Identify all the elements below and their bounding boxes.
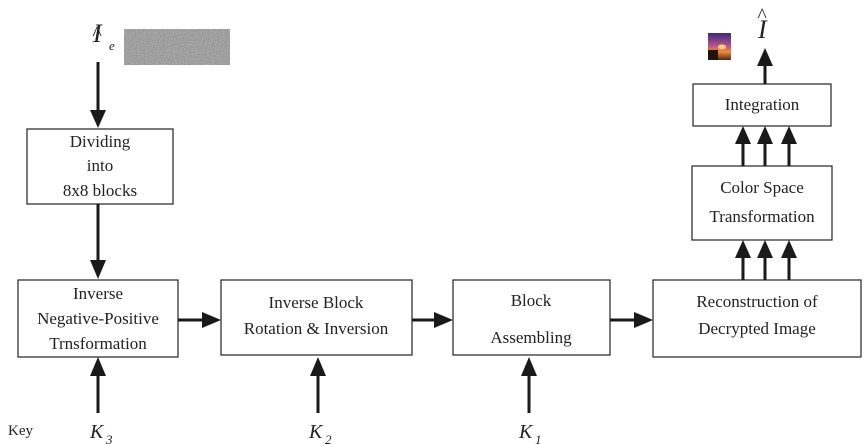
arrow-integration-to-output	[757, 48, 773, 84]
arrow-k3-to-inverse-np	[90, 357, 106, 413]
key-word-label: Key	[8, 423, 33, 439]
block-assembling-block: Block Assembling	[452, 279, 611, 356]
input-label-base: I	[92, 19, 103, 48]
inverse-block-line-2: Rotation & Inversion	[244, 319, 389, 338]
color-space-block: Color Space Transformation	[691, 165, 833, 241]
inverse-np-line-1: Inverse	[73, 284, 123, 303]
assembling-line-1: Block	[511, 291, 552, 310]
arrow-k2-to-inverse-block	[310, 357, 326, 413]
k1-label: K 1	[518, 421, 542, 444]
encrypted-image-thumbnail	[124, 29, 230, 65]
k2-sub: 2	[325, 432, 332, 444]
reconstruction-line-2: Decrypted Image	[698, 319, 816, 338]
arrow-inverse-block-to-assembling	[412, 312, 453, 328]
integration-block: Integration	[692, 83, 832, 127]
arrow-dividing-to-inverse-np	[90, 204, 106, 279]
inverse-np-block: Inverse Negative-Positive Trnsformation	[17, 279, 179, 358]
k2-base: K	[308, 421, 324, 443]
reconstruction-block: Reconstruction of Decrypted Image	[652, 279, 862, 358]
arrow-k1-to-assembling	[521, 357, 537, 413]
output-hat-symbol: ^	[757, 5, 767, 27]
input-hat-symbol: ^	[92, 23, 102, 45]
inverse-np-line-2: Negative-Positive	[37, 309, 159, 328]
output-label-base: I	[757, 15, 768, 44]
k2-label: K 2	[308, 421, 332, 444]
output-label: ^ I	[757, 5, 768, 44]
input-encrypted-label: ^ I e	[92, 19, 115, 53]
dividing-block: Dividing into 8x8 blocks	[26, 128, 174, 205]
inverse-block-rotation-block: Inverse Block Rotation & Inversion	[220, 279, 413, 356]
dividing-line-3: 8x8 blocks	[63, 181, 137, 200]
inverse-block-line-1: Inverse Block	[269, 293, 364, 312]
reconstruction-line-1: Reconstruction of	[696, 292, 818, 311]
arrow-inverse-np-to-inverse-block	[178, 312, 221, 328]
assembling-line-2: Assembling	[490, 328, 572, 347]
integration-line-1: Integration	[725, 95, 800, 114]
decrypted-image-thumbnail	[708, 33, 731, 60]
color-space-line-1: Color Space	[720, 178, 804, 197]
arrow-assembling-to-reconstruction	[610, 312, 653, 328]
dividing-line-1: Dividing	[70, 132, 131, 151]
arrow-input-to-dividing	[90, 62, 106, 128]
color-space-line-2: Transformation	[709, 207, 815, 226]
inverse-np-line-3: Trnsformation	[49, 334, 147, 353]
input-label-sub: e	[109, 38, 115, 53]
arrows-reconstruction-to-color-space	[735, 240, 797, 280]
k3-sub: 3	[105, 432, 113, 444]
k1-sub: 1	[535, 432, 542, 444]
k3-base: K	[89, 421, 105, 443]
k1-base: K	[518, 421, 534, 443]
arrows-color-space-to-integration	[735, 126, 797, 166]
k3-label: K 3	[89, 421, 113, 444]
dividing-line-2: into	[87, 156, 113, 175]
